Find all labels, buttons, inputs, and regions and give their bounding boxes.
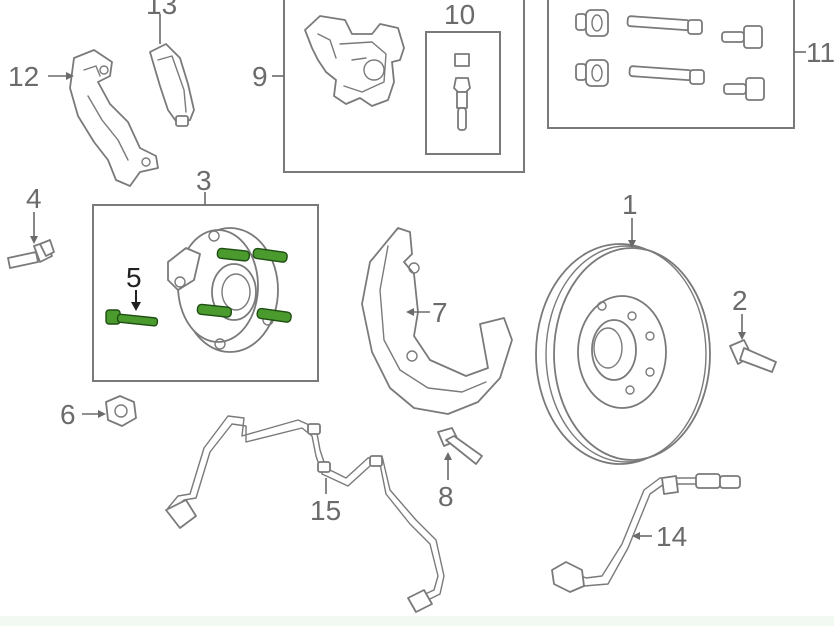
label-8: 8 — [438, 481, 454, 512]
guide-pin-kit[interactable] — [575, 9, 765, 101]
label-3: 3 — [196, 165, 212, 196]
wheel-stud-set[interactable] — [196, 247, 292, 323]
brake-pad[interactable] — [149, 43, 195, 127]
label-9: 9 — [252, 61, 268, 92]
caliper[interactable] — [304, 15, 405, 107]
label-4: 4 — [26, 183, 42, 214]
label-12: 12 — [8, 61, 39, 92]
wheel-hub[interactable] — [167, 227, 279, 353]
label-5: 5 — [126, 262, 142, 293]
label-15: 15 — [310, 495, 341, 526]
brake-hose[interactable] — [551, 473, 741, 593]
label-10: 10 — [444, 0, 475, 30]
abs-sensor-wire[interactable] — [165, 415, 445, 613]
bolt-8[interactable] — [437, 427, 483, 465]
label-2: 2 — [732, 285, 748, 316]
splash-shield[interactable] — [361, 227, 513, 415]
label-6: 6 — [60, 399, 76, 430]
bottom-band — [0, 616, 834, 626]
label-14: 14 — [656, 521, 687, 552]
label-11: 11 — [806, 37, 834, 68]
label-13: 13 — [146, 0, 177, 20]
bolt-2[interactable] — [729, 339, 777, 373]
nut[interactable] — [105, 395, 137, 427]
caliper-bracket[interactable] — [69, 49, 159, 187]
wheel-stud-5[interactable] — [105, 309, 159, 327]
brake-rotor[interactable] — [535, 243, 711, 465]
bleeder-valve[interactable] — [453, 53, 471, 131]
label-1: 1 — [622, 189, 638, 220]
label-7: 7 — [432, 297, 448, 328]
bolt-4[interactable] — [7, 239, 55, 269]
